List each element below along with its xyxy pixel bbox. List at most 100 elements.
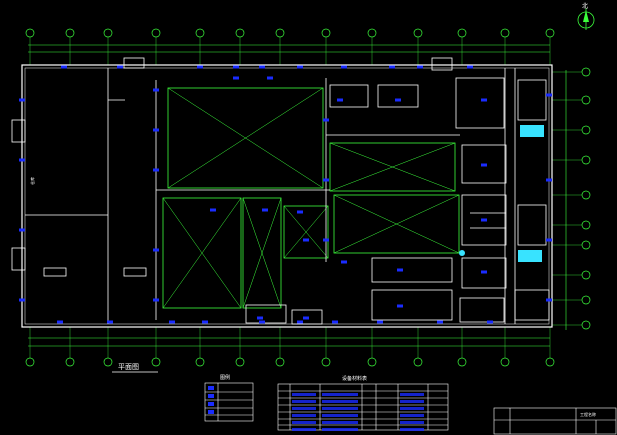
top-grid-axes <box>25 28 555 65</box>
equipment-marker <box>323 238 329 242</box>
equipment-marker <box>332 320 338 324</box>
table-entry <box>322 428 358 431</box>
interior-walls <box>155 68 550 325</box>
axis-bubble-right <box>581 220 591 230</box>
equipment-marker <box>61 65 67 69</box>
legend-symbols <box>208 386 214 414</box>
axis-bubble-bottom <box>275 357 285 367</box>
axis-bubble-bottom <box>65 357 75 367</box>
zone-top-center <box>167 87 324 189</box>
axis-bubble-top <box>151 28 161 38</box>
equipment-marker <box>481 270 487 274</box>
axis-bubble-right <box>581 67 591 77</box>
equipment-marker <box>481 163 487 167</box>
equipment-marker <box>297 210 303 214</box>
equipment-marker <box>153 88 159 92</box>
equipment-marker <box>262 208 268 212</box>
equipment-marker <box>323 178 329 182</box>
equipment-marker <box>153 298 159 302</box>
axis-bubble-bottom <box>195 357 205 367</box>
fire-equipment-markers <box>19 65 552 324</box>
axis-bubble-top <box>413 28 423 38</box>
zone-right-upper <box>329 142 456 192</box>
table-entry <box>400 428 424 431</box>
north-label: 北 <box>582 2 588 10</box>
table-entry <box>292 414 316 417</box>
axis-bubble-right <box>581 270 591 280</box>
equipment-marker <box>481 98 487 102</box>
equipment-marker <box>467 65 473 69</box>
equipment-marker <box>297 65 303 69</box>
table-entry <box>400 400 424 403</box>
equipment-marker <box>437 320 443 324</box>
equipment-marker <box>197 65 203 69</box>
axis-bubble-top <box>545 28 555 38</box>
zone-small-center <box>283 205 329 259</box>
equipment-marker <box>210 208 216 212</box>
axis-bubble-bottom <box>500 357 510 367</box>
axis-bubble-right <box>581 295 591 305</box>
axis-bubble-top <box>500 28 510 38</box>
title-block <box>493 407 617 435</box>
axis-bubble-right <box>581 95 591 105</box>
axis-bubble-bottom <box>413 357 423 367</box>
table-entry <box>400 407 424 410</box>
bottom-grid-axes <box>25 327 555 367</box>
equipment-marker <box>303 316 309 320</box>
equipment-marker <box>487 320 493 324</box>
axis-bubble-bottom <box>545 357 555 367</box>
axis-bubble-bottom <box>457 357 467 367</box>
equipment-marker <box>341 65 347 69</box>
equipment-marker <box>546 93 552 97</box>
equipment-marker <box>153 248 159 252</box>
equipment-marker <box>397 304 403 308</box>
axis-bubble-right <box>581 125 591 135</box>
equipment-marker <box>57 320 63 324</box>
equipment-marker <box>153 128 159 132</box>
table-entry <box>322 400 358 403</box>
equipment-marker <box>153 168 159 172</box>
north-arrow-icon <box>577 8 595 30</box>
axis-bubble-bottom <box>151 357 161 367</box>
legend-box <box>204 382 254 422</box>
table-entry <box>400 414 424 417</box>
equipment-marker <box>117 65 123 69</box>
axis-bubble-bottom <box>367 357 377 367</box>
axis-bubble-top <box>275 28 285 38</box>
equipment-marker <box>259 65 265 69</box>
table-entry <box>400 421 424 424</box>
equipment-marker <box>337 98 343 102</box>
equipment-marker <box>107 320 113 324</box>
material-table <box>277 383 449 431</box>
zone-bottom-left-a <box>162 197 242 309</box>
equipment-marker <box>259 320 265 324</box>
equipment-marker <box>481 218 487 222</box>
equipment-marker <box>19 298 25 302</box>
axis-bubble-right <box>581 320 591 330</box>
equipment-marker <box>169 320 175 324</box>
table-entry <box>400 393 424 396</box>
material-table-entries <box>292 393 424 431</box>
axis-bubble-top <box>457 28 467 38</box>
top-dimension-lines <box>28 44 550 53</box>
equipment-marker <box>546 178 552 182</box>
table-entry <box>292 421 316 424</box>
axis-bubble-top <box>65 28 75 38</box>
equipment-marker <box>233 65 239 69</box>
title-block-project: 工程名称 <box>580 411 596 417</box>
equipment-marker <box>257 316 263 320</box>
equipment-marker <box>341 260 347 264</box>
equipment-marker <box>202 320 208 324</box>
equipment-marker <box>546 238 552 242</box>
equipment-marker <box>397 268 403 272</box>
equipment-marker <box>389 65 395 69</box>
table-entry <box>322 421 358 424</box>
plan-title: 平面图 <box>118 363 139 371</box>
left-room-partition <box>25 68 147 324</box>
axis-bubble-top <box>25 28 35 38</box>
table-entry <box>292 393 316 396</box>
axis-bubble-top <box>103 28 113 38</box>
equipment-marker <box>303 238 309 242</box>
axis-bubble-bottom <box>103 357 113 367</box>
